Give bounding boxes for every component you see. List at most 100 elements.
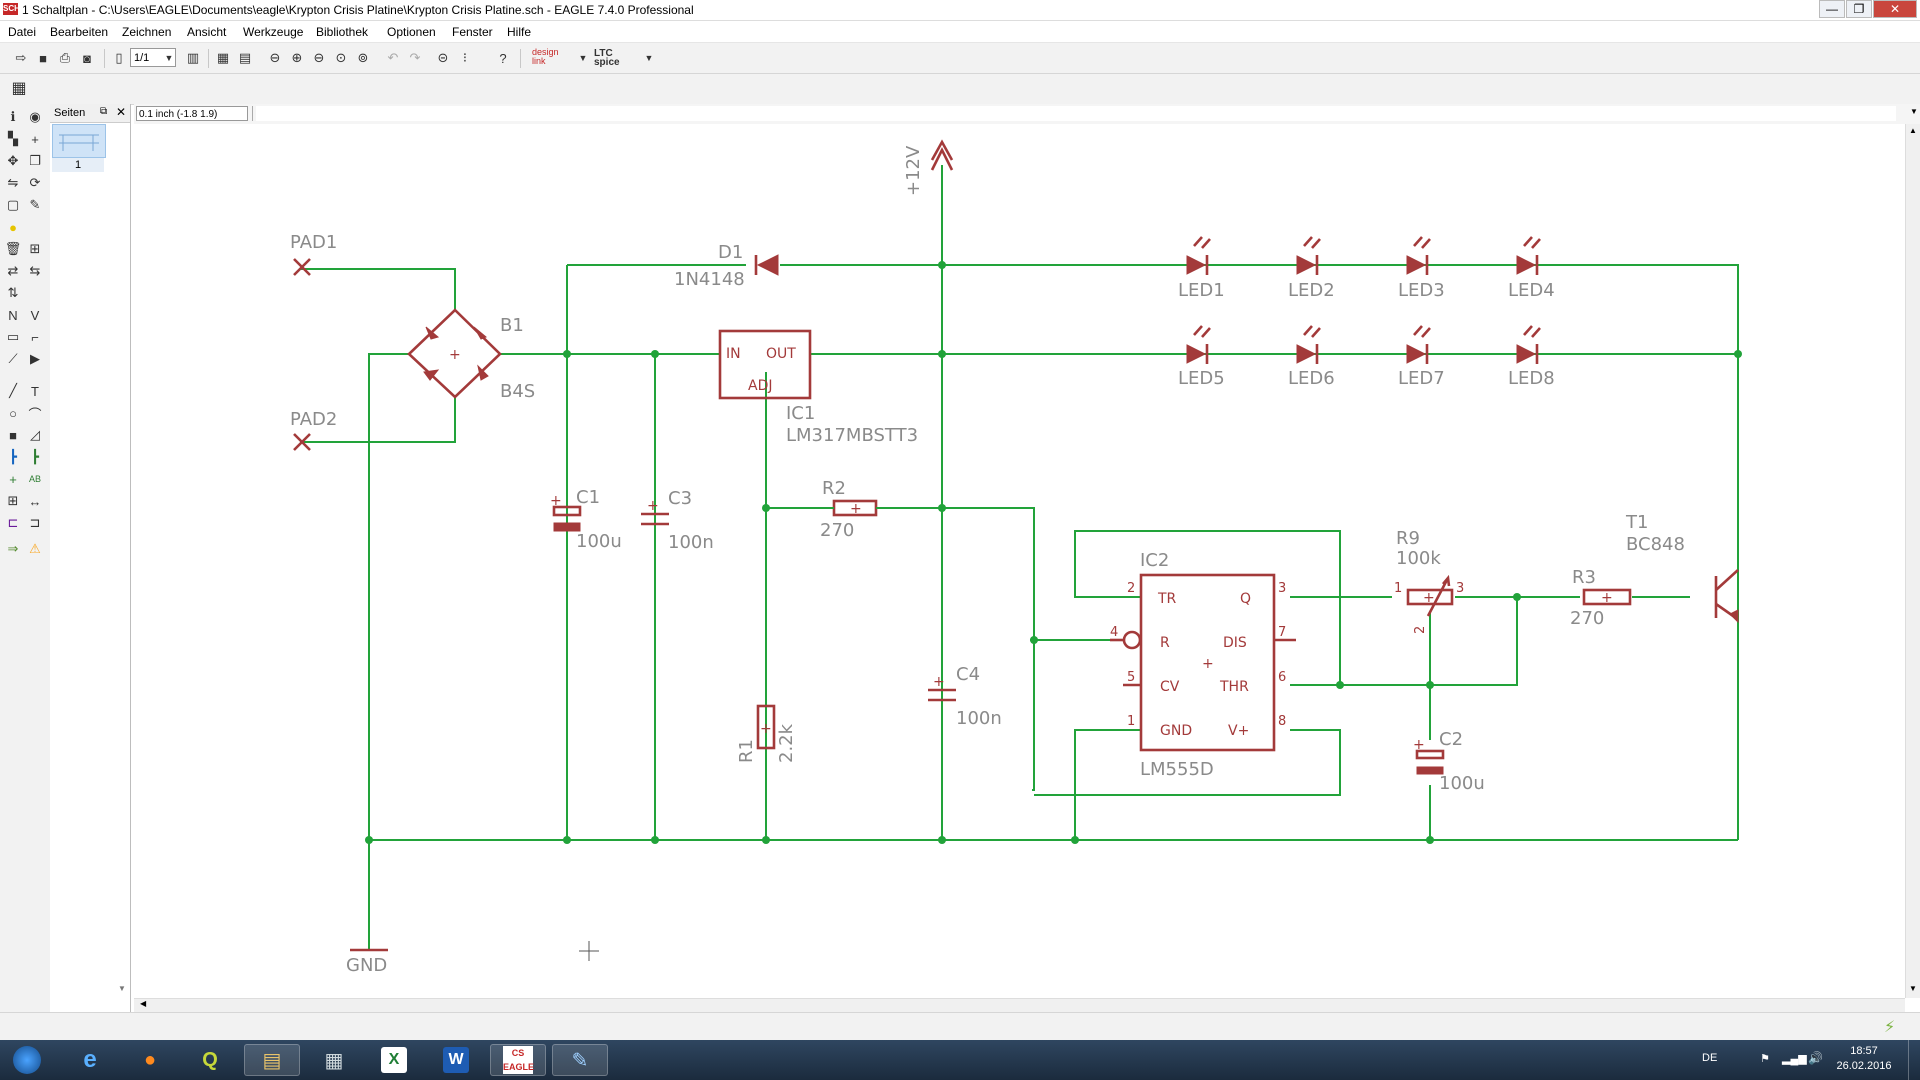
chevron-down-icon[interactable]: ▼: [164, 53, 174, 63]
language-indicator[interactable]: DE: [1702, 1052, 1718, 1064]
mirror-icon[interactable]: ⇋: [7, 175, 19, 190]
led2[interactable]: LED2: [1288, 236, 1335, 301]
led4[interactable]: LED4: [1508, 236, 1555, 301]
flag-icon[interactable]: ⚑: [1760, 1053, 1770, 1065]
erc-icon[interactable]: ⇒: [7, 541, 19, 556]
firefox-icon[interactable]: ●: [143, 1048, 157, 1071]
timer-ic2[interactable]: TR Q R DIS CV THR GND V+ + 2 3 4 7 5 6 1…: [1110, 550, 1296, 780]
menu-ansicht[interactable]: Ansicht: [187, 25, 227, 39]
group-icon[interactable]: ▢: [6, 197, 20, 212]
rect-icon[interactable]: ■: [9, 427, 17, 443]
menu-bearbeiten[interactable]: Bearbeiten: [50, 25, 109, 39]
display-layers-icon[interactable]: ▚: [8, 131, 18, 146]
ltspice-button[interactable]: LTC spice: [594, 48, 620, 68]
scroll-down-icon[interactable]: ▼: [118, 984, 126, 993]
undo-icon[interactable]: ↶: [387, 50, 399, 65]
arc-icon[interactable]: ⌒: [28, 406, 42, 422]
grid-icon[interactable]: ▦: [11, 80, 27, 97]
polygon-icon[interactable]: ◿: [30, 427, 40, 442]
zoom-area-icon[interactable]: ⊚: [357, 50, 369, 65]
maximize-icon[interactable]: ❐: [1846, 0, 1872, 18]
led8[interactable]: LED8: [1508, 325, 1555, 389]
zoom-out-icon[interactable]: ⊖: [313, 50, 325, 65]
circle-icon[interactable]: ○: [9, 405, 17, 421]
menu-bibliothek[interactable]: Bibliothek: [316, 25, 369, 39]
module-icon[interactable]: ⊐: [29, 515, 41, 530]
paint-icon[interactable]: ✎: [552, 1044, 608, 1076]
close-icon[interactable]: ✕: [116, 105, 127, 119]
move-icon[interactable]: ✥: [7, 153, 19, 168]
close-icon[interactable]: ✕: [1873, 0, 1917, 18]
open-icon[interactable]: ⇨: [15, 50, 27, 65]
capacitor-c1[interactable]: + C1 100u: [550, 487, 622, 552]
mark-icon[interactable]: +: [31, 131, 39, 147]
word-icon[interactable]: W: [443, 1047, 469, 1073]
cam-icon[interactable]: ◙: [83, 50, 91, 66]
delete-icon[interactable]: 🗑: [4, 241, 22, 256]
led5[interactable]: LED5: [1178, 325, 1225, 389]
menu-optionen[interactable]: Optionen: [387, 25, 436, 39]
command-line-input[interactable]: [256, 106, 1896, 121]
scroll-down-icon[interactable]: ▼: [1909, 984, 1917, 993]
led1[interactable]: LED1: [1178, 236, 1225, 301]
led3[interactable]: LED3: [1398, 236, 1445, 301]
bus-icon[interactable]: ┣: [9, 449, 17, 464]
pad2-symbol[interactable]: PAD2: [290, 409, 337, 451]
resistor-r2[interactable]: + R2 270: [766, 478, 942, 541]
led7[interactable]: LED7: [1398, 325, 1445, 389]
supply-12v[interactable]: +12V: [903, 139, 954, 196]
attribute-icon[interactable]: ⊞: [7, 493, 19, 508]
menu-zeichnen[interactable]: Zeichnen: [122, 25, 172, 39]
smash-icon[interactable]: ▭: [6, 329, 20, 344]
regulator-ic1[interactable]: IN OUT ADJ IC1 LM317MBSTT3: [718, 329, 918, 446]
designlink-button[interactable]: design link: [532, 47, 559, 66]
text-icon[interactable]: T: [31, 383, 39, 399]
scroll-up-icon[interactable]: ▲: [1909, 126, 1917, 135]
stop-icon[interactable]: ⊝: [437, 50, 449, 65]
capacitor-c2[interactable]: + C2 100u: [1413, 729, 1485, 794]
minimize-icon[interactable]: —: [1819, 0, 1845, 18]
excel-icon[interactable]: X: [381, 1047, 407, 1073]
script-icon[interactable]: ▤: [238, 50, 252, 65]
file-explorer-icon[interactable]: ▤: [244, 1044, 300, 1076]
resistor-r1[interactable]: + R1 2.2k: [736, 704, 797, 763]
warning-icon[interactable]: ⚠: [29, 541, 41, 556]
calculator-icon[interactable]: ▦: [324, 1049, 344, 1072]
menu-hilfe[interactable]: Hilfe: [507, 25, 532, 39]
capacitor-c4[interactable]: + C4 100n: [928, 664, 1002, 729]
print-icon[interactable]: ⎙: [59, 50, 71, 65]
volume-icon[interactable]: 🔊: [1808, 1051, 1823, 1065]
miter-icon[interactable]: ⌐: [31, 329, 39, 345]
change-icon[interactable]: ✎: [29, 197, 41, 212]
help-icon[interactable]: ?: [499, 50, 507, 66]
dimension-icon[interactable]: ↔: [28, 493, 42, 509]
replace-icon[interactable]: ⇆: [29, 263, 41, 278]
chevron-down-icon[interactable]: ▼: [644, 53, 654, 63]
horizontal-scrollbar[interactable]: ◀: [134, 998, 1905, 1013]
chevron-down-icon[interactable]: ▼: [1910, 107, 1918, 116]
net-icon[interactable]: ┣: [31, 449, 39, 464]
paste-icon[interactable]: ●: [9, 219, 17, 235]
info-icon[interactable]: ℹ: [10, 109, 16, 124]
menu-fenster[interactable]: Fenster: [452, 25, 493, 39]
chevron-down-icon[interactable]: ▼: [578, 53, 588, 63]
line-icon[interactable]: ╱: [9, 383, 17, 398]
qgis-icon[interactable]: Q: [202, 1048, 218, 1071]
junction-icon[interactable]: +: [9, 471, 17, 487]
zoom-redraw-icon[interactable]: ⊙: [335, 50, 347, 65]
page-icon[interactable]: ▯: [115, 50, 123, 65]
library-icon[interactable]: ▥: [186, 50, 200, 65]
ground-symbol[interactable]: GND: [346, 948, 388, 976]
zoom-in-icon[interactable]: ⊕: [291, 50, 303, 65]
zoom-fit-icon[interactable]: ⊖: [269, 50, 281, 65]
capacitor-c3[interactable]: + C3 100n: [641, 488, 714, 553]
label-icon[interactable]: AB: [28, 474, 41, 484]
name-icon[interactable]: N: [8, 307, 18, 323]
rotate-icon[interactable]: ⟳: [29, 175, 41, 190]
page-select[interactable]: 1/1: [130, 48, 176, 67]
scroll-left-icon[interactable]: ◀: [140, 999, 147, 1008]
potentiometer-r9[interactable]: + 1 3 2 R9 100k: [1394, 528, 1464, 634]
float-icon[interactable]: ⧉: [100, 106, 108, 117]
bridge-rectifier-b1[interactable]: + B1 B4S: [407, 308, 535, 402]
redo-icon[interactable]: ↷: [409, 50, 421, 65]
